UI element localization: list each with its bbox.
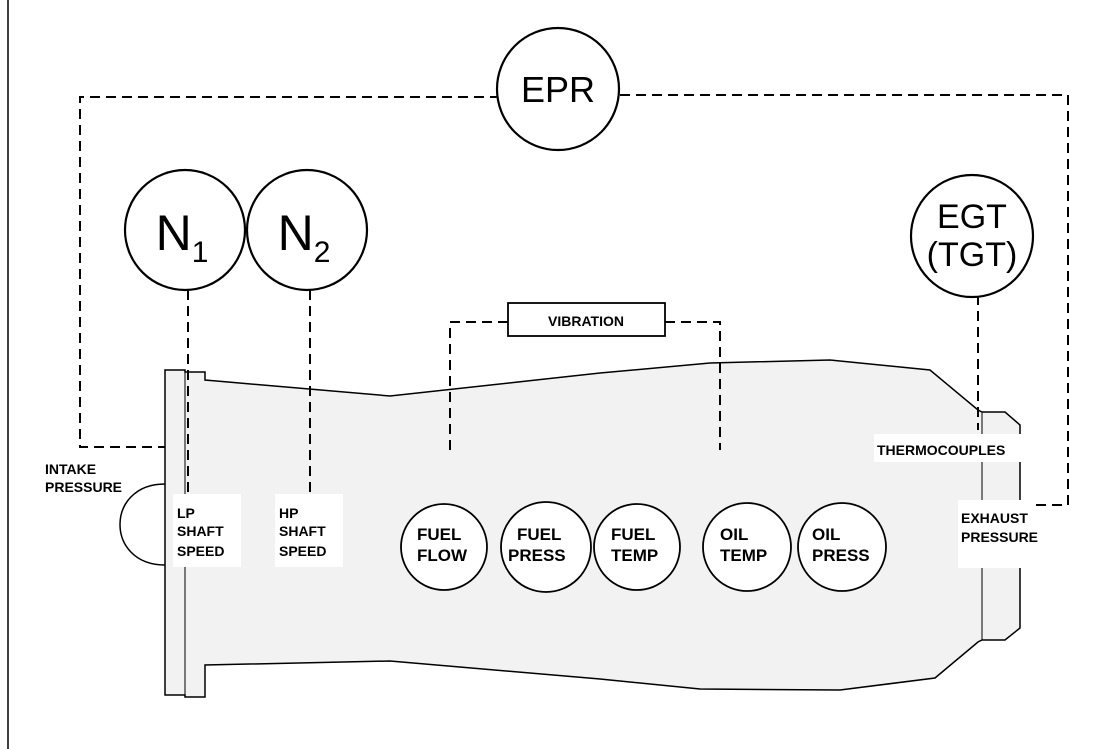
n2-letter: N (278, 205, 314, 261)
exhaust-pressure-label: EXHAUST PRESSURE (958, 500, 1038, 568)
svg-text:OIL: OIL (720, 525, 748, 544)
intake-probe (119, 483, 166, 566)
svg-text:PRESSURE: PRESSURE (45, 479, 122, 495)
epr-exhaust-connection (620, 94, 1069, 506)
intake-pressure-label: INTAKE PRESSURE (45, 461, 122, 495)
n2-gauge: N2 (245, 168, 369, 292)
n2-subscript: 2 (314, 236, 331, 269)
fuel-temp-gauge: FUEL TEMP (593, 503, 681, 591)
svg-text:TEMP: TEMP (611, 546, 658, 565)
svg-text:OIL: OIL (812, 525, 840, 544)
svg-text:PRESS: PRESS (508, 546, 566, 565)
svg-text:SHAFT: SHAFT (177, 523, 224, 539)
svg-text:INTAKE: INTAKE (45, 461, 96, 477)
svg-text:TEMP: TEMP (720, 546, 767, 565)
epr-label: EPR (521, 69, 595, 110)
svg-text:EXHAUST: EXHAUST (961, 510, 1028, 526)
svg-text:PRESSURE: PRESSURE (961, 529, 1038, 545)
n1-letter: N (156, 205, 192, 261)
svg-text:FUEL: FUEL (611, 525, 655, 544)
thermocouples-label: THERMOCOUPLES (874, 434, 1036, 462)
hp-shaft-speed-label: HP SHAFT SPEED (275, 494, 343, 567)
oil-temp-gauge: OIL TEMP (702, 502, 792, 592)
svg-text:THERMOCOUPLES: THERMOCOUPLES (877, 442, 1005, 458)
svg-text:SPEED: SPEED (177, 543, 224, 559)
lp-shaft-speed-label: LP SHAFT SPEED (173, 494, 241, 567)
vibration-connection (449, 321, 721, 450)
svg-text:FUEL: FUEL (517, 525, 561, 544)
tgt-label: (TGT) (927, 236, 1018, 274)
svg-text:LP: LP (177, 505, 195, 521)
oil-press-gauge: OIL PRESS (797, 502, 887, 592)
svg-text:FLOW: FLOW (417, 546, 468, 565)
egt-label: EGT (937, 198, 1007, 236)
n1-subscript: 1 (192, 236, 209, 269)
svg-text:N2: N2 (278, 205, 331, 269)
svg-text:HP: HP (279, 505, 298, 521)
egt-gauge: EGT (TGT) (909, 173, 1035, 299)
fuel-press-gauge: FUEL PRESS (500, 501, 592, 593)
svg-text:SHAFT: SHAFT (279, 523, 326, 539)
svg-text:FUEL: FUEL (417, 525, 461, 544)
n1-gauge: N1 (123, 168, 247, 292)
epr-gauge: EPR (495, 26, 621, 152)
epr-intake-connection (79, 96, 500, 448)
svg-text:PRESS: PRESS (812, 546, 870, 565)
vibration-box: VIBRATION (507, 302, 666, 337)
vibration-label: VIBRATION (548, 313, 624, 329)
svg-text:N1: N1 (156, 205, 209, 269)
svg-text:SPEED: SPEED (279, 543, 326, 559)
fuel-flow-gauge: FUEL FLOW (400, 503, 488, 591)
